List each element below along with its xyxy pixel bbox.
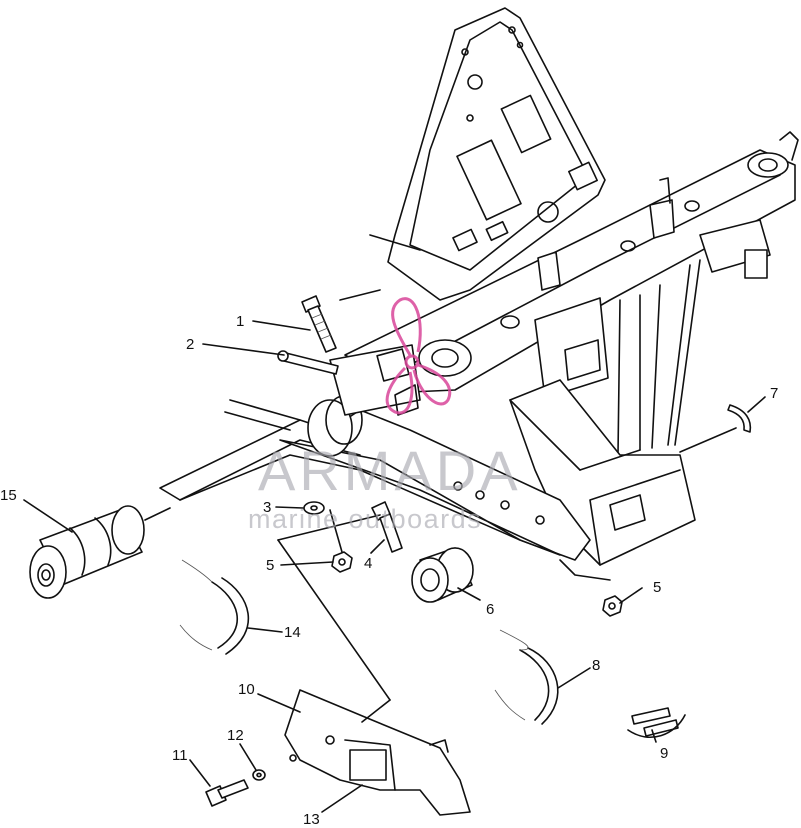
callout-5-right: 5	[653, 579, 661, 596]
callout-14: 14	[284, 624, 301, 641]
part-1-bolt	[301, 295, 337, 353]
part-3-washer	[303, 501, 325, 515]
callout-13: 13	[303, 811, 320, 828]
frame-plate	[387, 7, 606, 301]
swing-arm	[159, 234, 611, 581]
callout-1: 1	[236, 313, 244, 330]
callout-2: 2	[186, 336, 194, 353]
part-6-idler-wheel	[411, 547, 474, 603]
callout-labels: 1 2 3 4 5 5 6 7 8 9 10 11 12 13 14 15	[0, 313, 778, 828]
watermark-brand: ARMADA	[258, 439, 522, 502]
callout-3: 3	[263, 499, 271, 516]
part-2-pin	[277, 350, 339, 375]
callout-9: 9	[660, 745, 668, 762]
callout-4: 4	[364, 555, 372, 572]
part-9-bolts	[627, 707, 686, 739]
watermark: ARMADA marine outboards	[248, 297, 522, 534]
callout-5-left: 5	[266, 557, 274, 574]
lower-frame	[509, 259, 701, 566]
callout-7: 7	[770, 385, 778, 402]
callout-8: 8	[592, 657, 600, 674]
part-15-roller	[29, 505, 145, 599]
part-11-bolt	[205, 779, 249, 807]
part-12-washer	[252, 769, 266, 781]
part-5-nut-left	[331, 551, 353, 573]
callout-6: 6	[486, 601, 494, 618]
callout-12: 12	[227, 727, 244, 744]
part-8-chain	[494, 629, 559, 725]
callout-11: 11	[172, 747, 188, 764]
watermark-tagline: marine outboards	[248, 504, 482, 534]
propeller-logo-icon	[385, 297, 452, 415]
part-14-chain	[179, 559, 250, 655]
callout-10: 10	[238, 681, 255, 698]
part-10-13-cover	[284, 689, 471, 816]
part-7-clip	[727, 404, 752, 433]
tube-frame	[344, 131, 799, 399]
part-5-nut-right	[602, 595, 623, 617]
leader-lines	[23, 320, 766, 813]
callout-15: 15	[0, 487, 17, 504]
